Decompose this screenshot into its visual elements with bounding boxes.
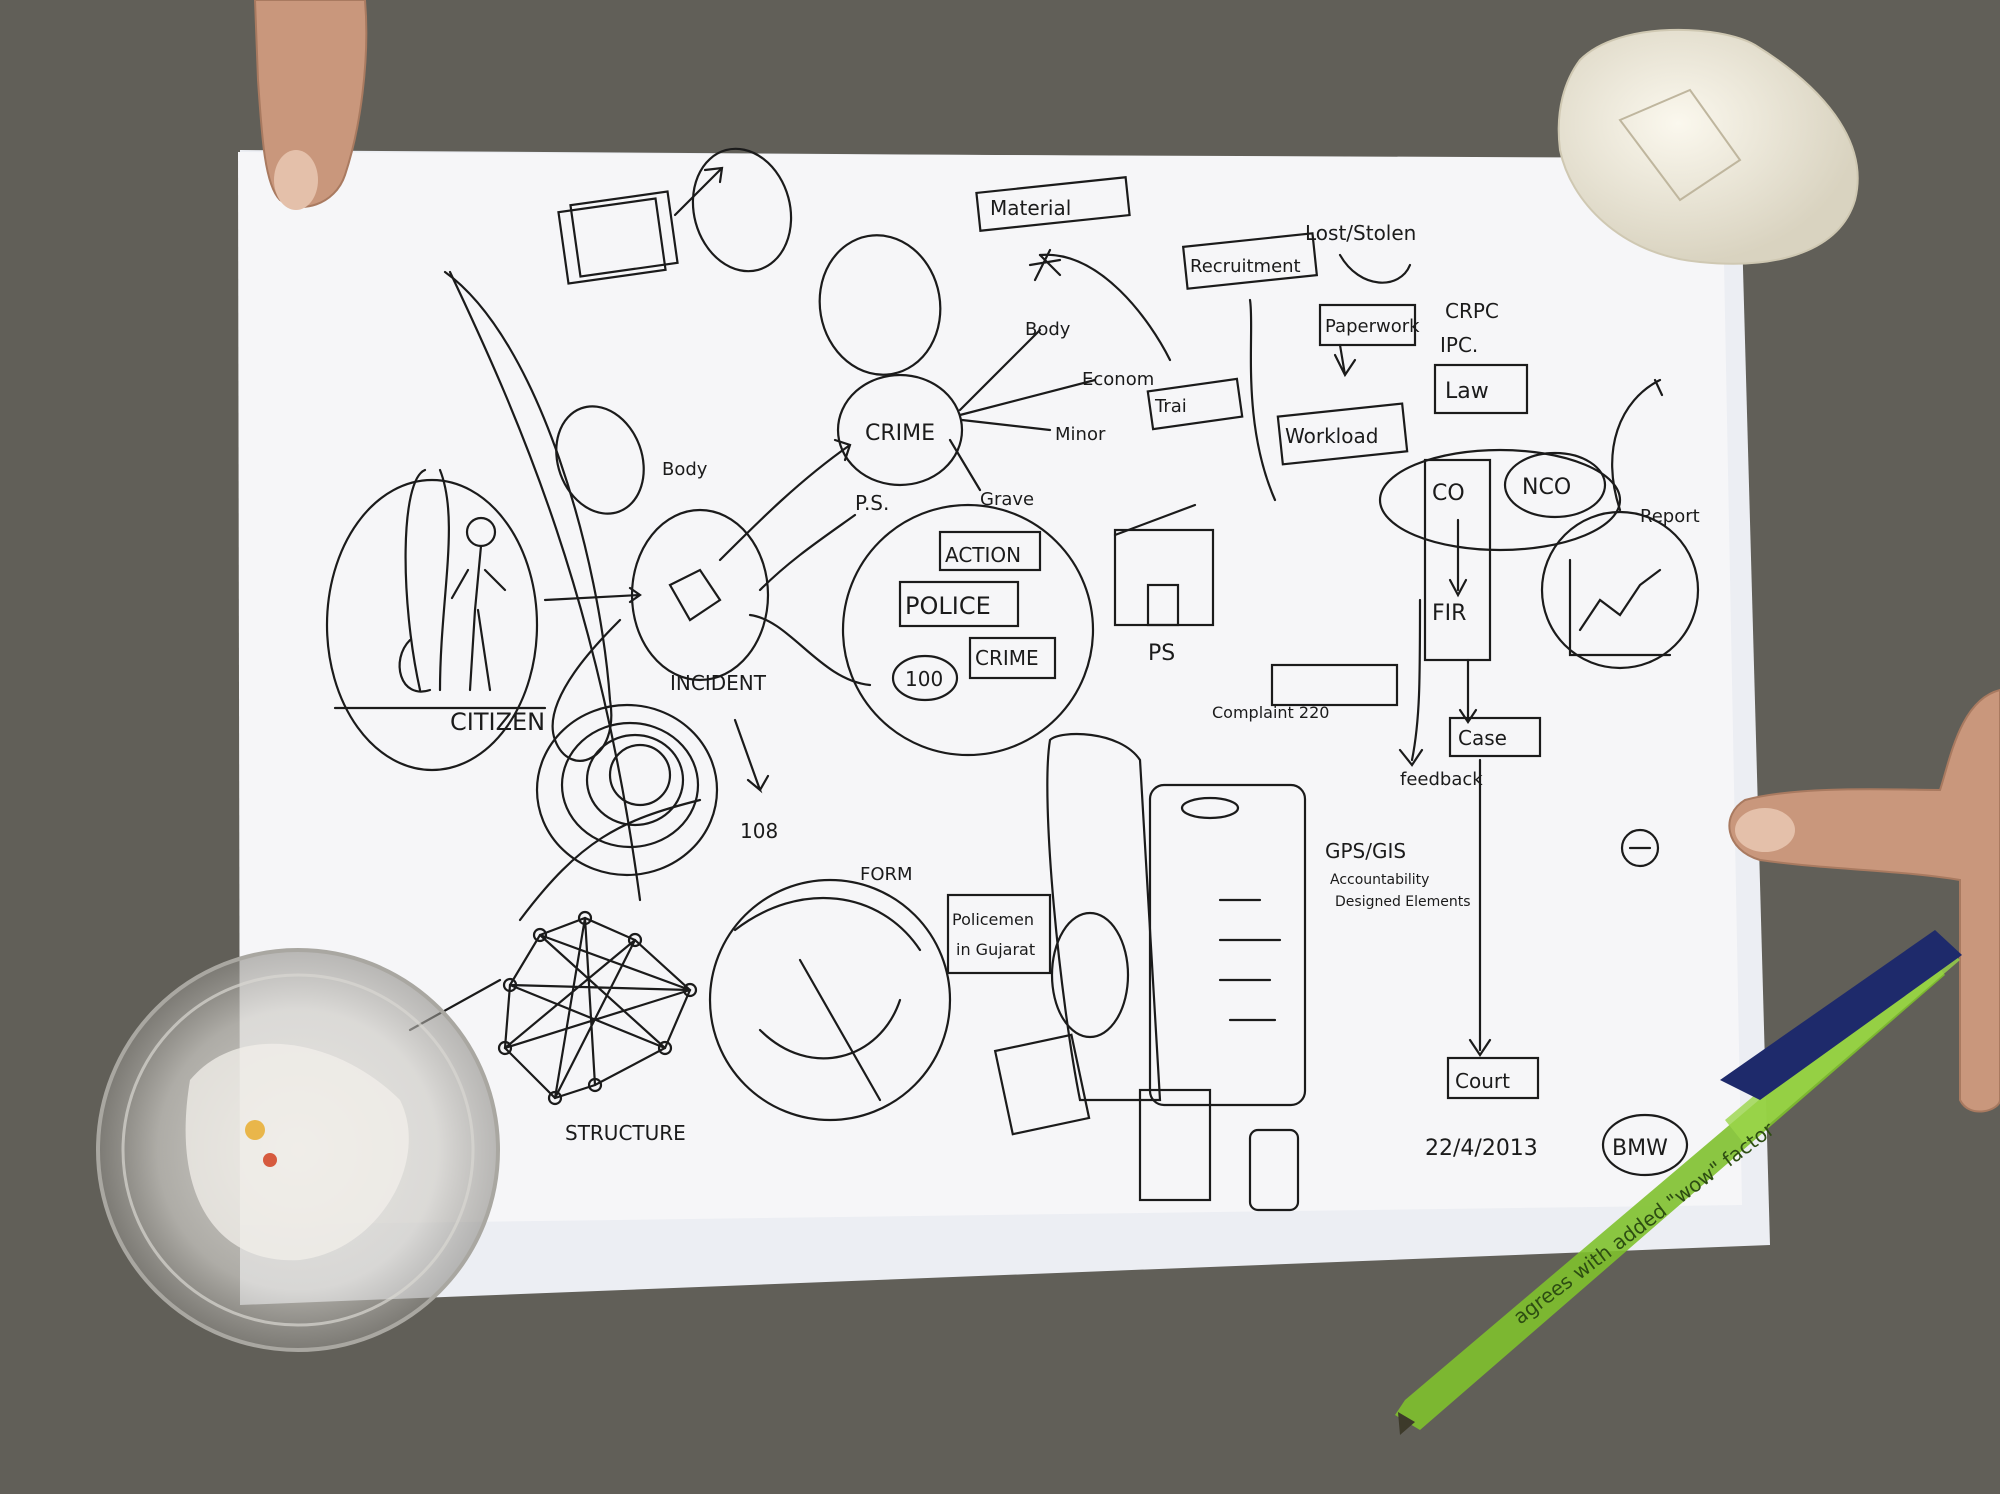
label-form: FORM xyxy=(860,864,913,885)
label-citizen: CITIZEN xyxy=(450,708,545,736)
label-in-gujarat: in Gujarat xyxy=(956,940,1035,959)
label-court: Court xyxy=(1455,1069,1510,1093)
label-108: 108 xyxy=(740,819,778,843)
label-workload: Workload xyxy=(1285,424,1378,448)
label-policemen: Policemen xyxy=(952,910,1034,929)
label-crime: CRIME xyxy=(865,421,935,446)
label-crime-box: CRIME xyxy=(975,646,1039,670)
label-designed-elements: Designed Elements xyxy=(1335,894,1471,910)
label-ps-building: PS xyxy=(1148,641,1175,666)
label-bmw: BMW xyxy=(1612,1136,1668,1161)
label-structure: STRUCTURE xyxy=(565,1121,686,1145)
label-material: Material xyxy=(990,196,1071,220)
label-complaint: Complaint 220 xyxy=(1212,703,1329,722)
label-minor: Minor xyxy=(1055,424,1106,445)
label-body-branch: Body xyxy=(1025,319,1071,340)
pen-clip xyxy=(1720,930,1962,1100)
label-feedback: feedback xyxy=(1400,769,1483,790)
label-paperwork: Paperwork xyxy=(1325,316,1420,337)
label-100: 100 xyxy=(905,667,943,691)
crumpled-paper-ball xyxy=(1557,28,1859,265)
label-incident: INCIDENT xyxy=(670,671,767,695)
label-report: Report xyxy=(1640,506,1700,527)
citizen-oval xyxy=(325,478,539,772)
label-grave: Grave xyxy=(980,489,1034,510)
pen-swoosh xyxy=(443,270,622,762)
label-police: POLICE xyxy=(905,592,991,620)
label-law: Law xyxy=(1445,379,1489,404)
label-ipc: IPC. xyxy=(1440,333,1478,357)
label-fir: FIR xyxy=(1432,601,1466,626)
label-ps-small: P.S. xyxy=(855,491,889,515)
label-body-top: Body xyxy=(662,459,708,480)
label-recruitment: Recruitment xyxy=(1190,256,1301,277)
ink-drawing xyxy=(325,147,1700,1212)
handwritten-labels: CITIZEN INCIDENT CRIME P.S. ACTION POLIC… xyxy=(450,196,1700,1161)
label-nco: NCO xyxy=(1522,475,1571,500)
label-action: ACTION xyxy=(945,543,1021,567)
label-crpc: CRPC xyxy=(1445,299,1499,323)
right-hand xyxy=(1728,688,2000,1113)
label-lost-stolen: Lost/Stolen xyxy=(1305,221,1416,245)
left-hand-finger xyxy=(253,0,368,208)
label-case: Case xyxy=(1458,726,1507,750)
label-gps-gis: GPS/GIS xyxy=(1325,839,1406,863)
label-co: CO xyxy=(1432,481,1465,506)
label-econom: Econom xyxy=(1082,369,1154,390)
label-training: Trai xyxy=(1154,396,1187,417)
label-date: 22/4/2013 xyxy=(1425,1136,1538,1161)
plastic-wrapper xyxy=(185,1043,409,1261)
label-accountability: Accountability xyxy=(1330,872,1429,888)
